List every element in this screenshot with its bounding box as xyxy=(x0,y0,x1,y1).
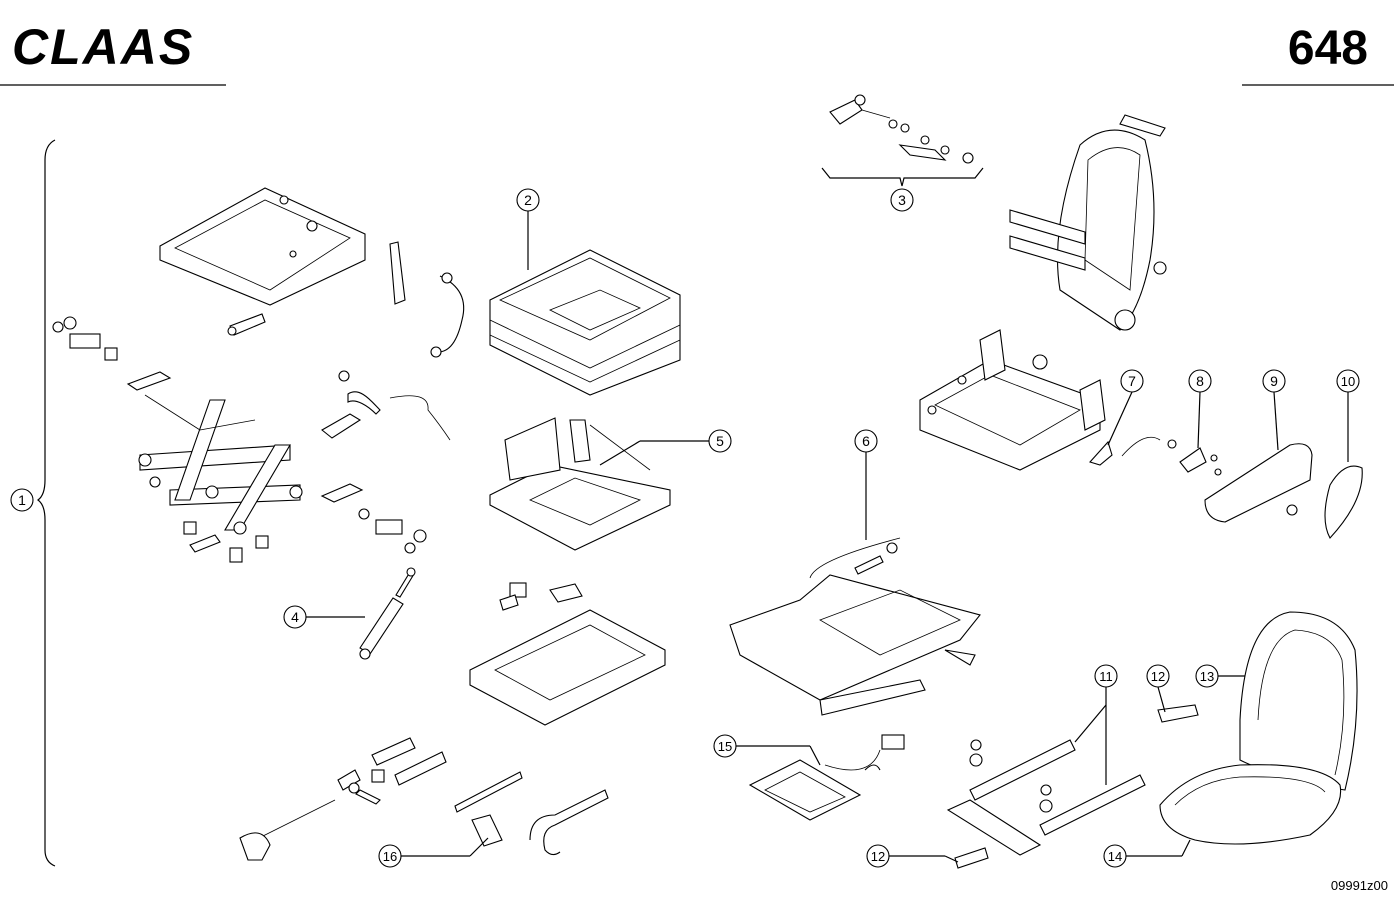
part-5-frame xyxy=(489,417,671,551)
callout-6: 6 xyxy=(854,429,878,540)
callout-9: 9 xyxy=(1262,369,1286,451)
part-6-tilt-base xyxy=(729,537,981,716)
part-slide-base xyxy=(469,582,666,726)
svg-text:15: 15 xyxy=(718,739,732,754)
part-scissor-frame xyxy=(138,394,303,535)
callout-2: 2 xyxy=(516,188,540,270)
callout-4: 4 xyxy=(283,605,365,629)
part-2-cushion-housing xyxy=(489,249,681,396)
svg-text:4: 4 xyxy=(291,609,299,625)
page-number: 648 xyxy=(1288,22,1368,75)
callout-3: 3 xyxy=(890,188,914,212)
drawing-reference: 09991z00 xyxy=(1331,878,1388,893)
part-12-bracket-top xyxy=(1157,704,1199,723)
part-14-seat-cushion xyxy=(1159,764,1342,845)
svg-text:14: 14 xyxy=(1108,849,1122,864)
svg-text:8: 8 xyxy=(1196,373,1204,389)
part-seat-frame xyxy=(919,329,1106,471)
svg-text:5: 5 xyxy=(716,433,724,449)
part-9-armrest xyxy=(1204,443,1313,523)
part-4-gas-spring xyxy=(359,567,416,660)
part-3-brace xyxy=(821,167,984,187)
part-springs-lower xyxy=(239,737,609,861)
callout-13: 13 xyxy=(1195,664,1245,688)
group-brace xyxy=(36,139,56,867)
svg-text:10: 10 xyxy=(1341,374,1355,389)
part-11-rails xyxy=(946,739,1146,856)
part-12-bracket-bottom xyxy=(954,847,989,869)
svg-text:3: 3 xyxy=(898,192,906,208)
part-8-bracket xyxy=(1167,439,1222,476)
svg-text:7: 7 xyxy=(1128,373,1136,389)
part-seat-back xyxy=(1009,114,1167,331)
part-small-clips xyxy=(183,521,269,563)
svg-text:16: 16 xyxy=(383,849,397,864)
callout-1: 1 xyxy=(10,488,34,512)
callout-5: 5 xyxy=(599,429,732,466)
svg-text:11: 11 xyxy=(1099,669,1113,684)
svg-text:6: 6 xyxy=(862,433,870,449)
part-13-backrest xyxy=(1239,611,1358,791)
callout-7: 7 xyxy=(1107,369,1144,446)
svg-text:12: 12 xyxy=(871,849,885,864)
svg-text:2: 2 xyxy=(524,192,532,208)
part-bushing-set xyxy=(52,316,172,391)
svg-text:9: 9 xyxy=(1270,373,1278,389)
part-bracket-small xyxy=(389,241,465,358)
part-7-clip xyxy=(1089,436,1161,466)
callout-16: 16 xyxy=(378,837,489,868)
brand-logo: CLAAS xyxy=(12,19,194,75)
svg-text:12: 12 xyxy=(1151,669,1165,684)
part-spring-assembly xyxy=(320,370,451,554)
callout-10: 10 xyxy=(1336,369,1360,462)
callout-15: 15 xyxy=(713,734,821,766)
callout-12-top: 12 xyxy=(1146,664,1170,713)
part-3-lever-set xyxy=(829,94,974,164)
svg-text:13: 13 xyxy=(1200,669,1214,684)
part-15-module xyxy=(748,734,905,821)
part-plate-top xyxy=(159,187,366,336)
callout-12-bottom: 12 xyxy=(866,844,959,868)
svg-text:1: 1 xyxy=(18,492,26,508)
callout-14: 14 xyxy=(1103,839,1191,868)
part-10-cover xyxy=(1324,465,1363,539)
callout-11: 11 xyxy=(1074,664,1118,785)
callout-8: 8 xyxy=(1188,369,1212,449)
